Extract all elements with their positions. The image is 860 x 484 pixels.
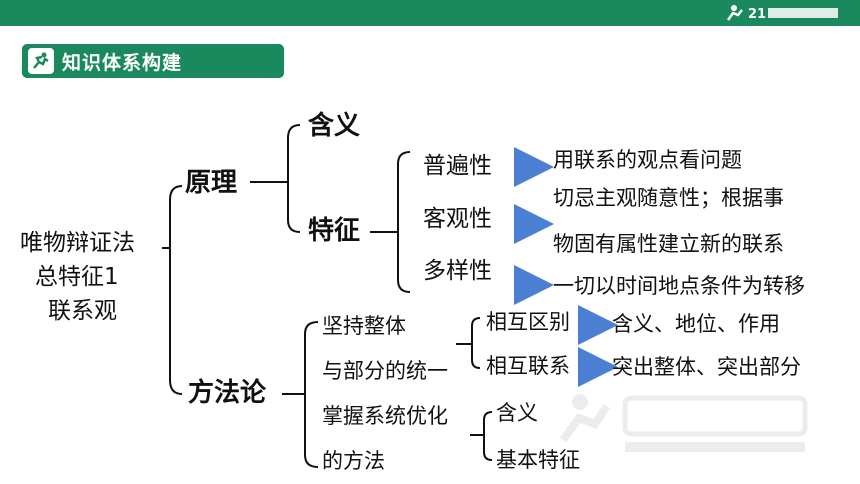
feature-universal-desc: 用联系的观点看问题 <box>553 148 742 172</box>
watermark-logo <box>559 394 808 452</box>
whole-line-2: 与部分的统一 <box>322 359 448 383</box>
feature-universal: 普遍性 <box>423 153 492 179</box>
feature-objective-desc-1: 切忌主观随意性；根据事 <box>553 186 784 210</box>
feature-diversity: 多样性 <box>423 258 492 284</box>
meaning-label: 含义 <box>308 111 361 141</box>
feature-objective-desc-2: 物固有属性建立新的联系 <box>553 232 784 256</box>
root-line-3: 联系观 <box>48 298 117 324</box>
whole-item-distinct-desc: 含义、地位、作用 <box>612 312 780 336</box>
root-line-2: 总特征1 <box>35 264 119 290</box>
section-title-tag: 知识体系构建 <box>22 44 284 78</box>
feature-diversity-desc: 一切以时间地点条件为转移 <box>553 274 805 298</box>
runner-logo-icon: 21 <box>726 5 838 22</box>
whole-item-distinct: 相互区别 <box>486 310 570 334</box>
whole-item-linked: 相互联系 <box>486 354 570 378</box>
svg-text:21: 21 <box>748 7 766 22</box>
system-line-2: 的方法 <box>322 449 385 473</box>
method-label: 方法论 <box>188 378 267 408</box>
running-man-icon <box>28 48 54 74</box>
features-label: 特征 <box>308 216 361 246</box>
whole-line-1: 坚持整体 <box>322 314 406 338</box>
section-title: 知识体系构建 <box>62 51 183 74</box>
arrow-icons <box>514 147 618 387</box>
principle-label: 原理 <box>185 168 238 198</box>
root-line-1: 唯物辩证法 <box>20 230 135 256</box>
header-bar: 21 <box>0 0 860 26</box>
feature-objective: 客观性 <box>423 206 492 232</box>
system-item-features: 基本特征 <box>496 448 580 472</box>
system-item-meaning: 含义 <box>496 401 538 425</box>
system-line-1: 掌握系统优化 <box>322 404 448 428</box>
whole-item-linked-desc: 突出整体、突出部分 <box>612 355 801 379</box>
